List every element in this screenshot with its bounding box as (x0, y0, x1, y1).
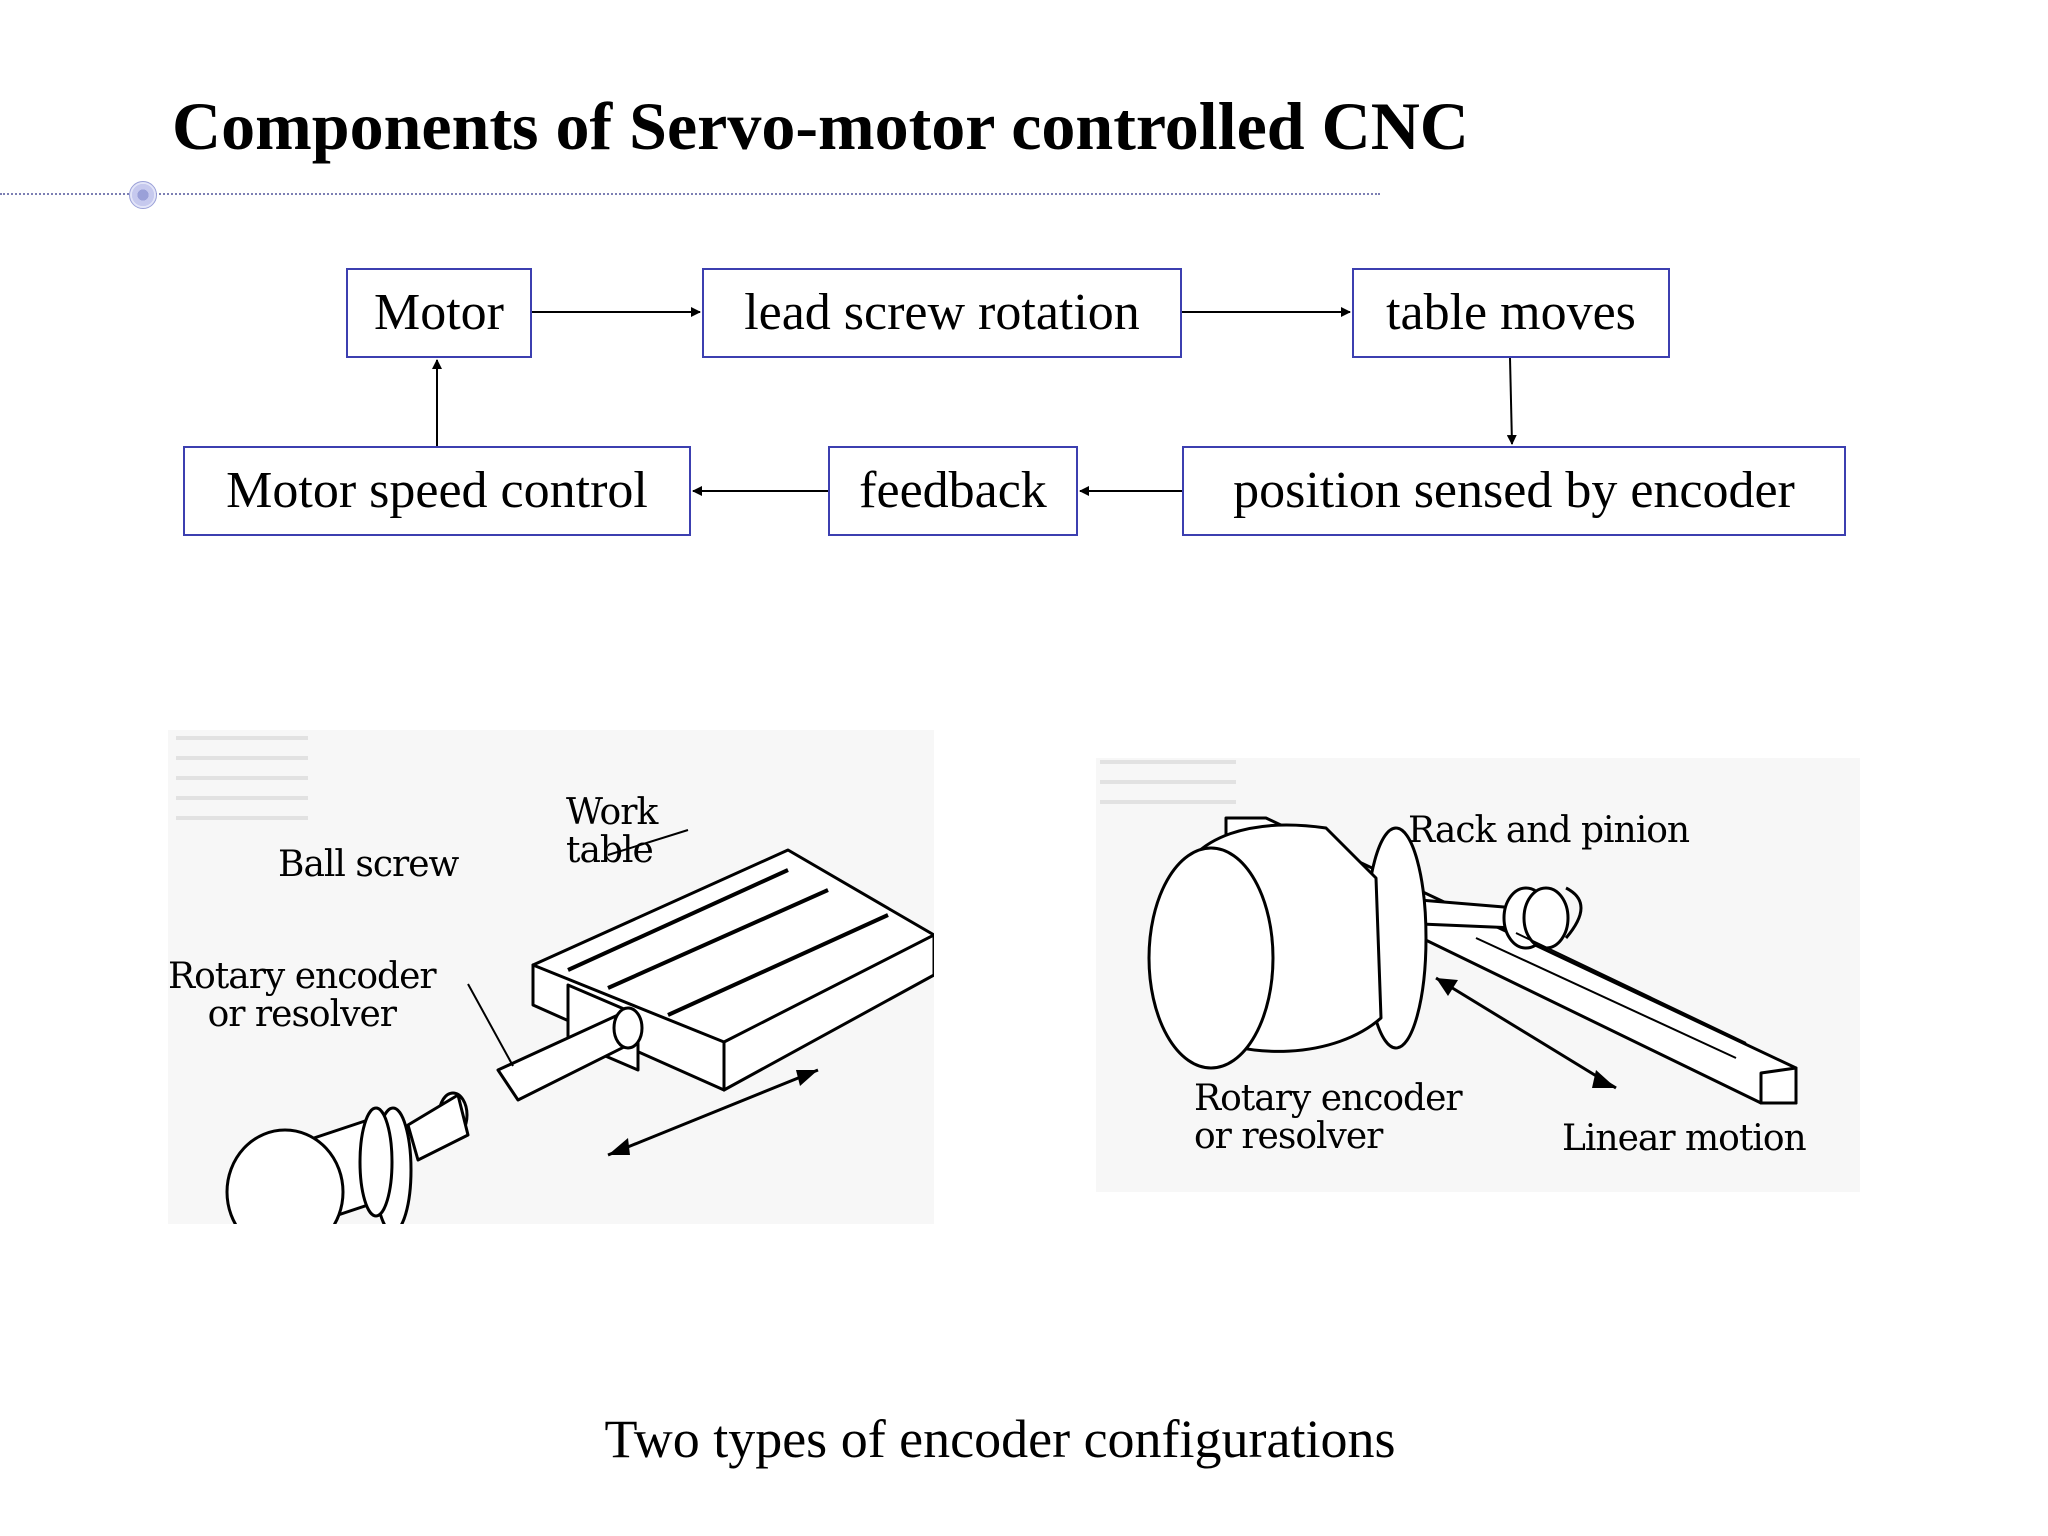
label-rotary-encoder-right: Rotary encoder or resolver (1194, 1078, 1463, 1157)
label-ball-screw: Ball screw (278, 844, 459, 885)
label-linear-motion: Linear motion (1562, 1118, 1807, 1159)
slide-title: Components of Servo-motor controlled CNC (172, 88, 1469, 164)
node-position-sensed: position sensed by encoder (1182, 446, 1846, 536)
arrow-table-to-position (1506, 357, 1517, 445)
flow-connectors (432, 307, 1517, 496)
title-divider (0, 193, 1380, 195)
figure-caption: Two types of encoder configurations (604, 1409, 1396, 1469)
label-work-table: Work table (566, 792, 658, 871)
node-table-moves: table moves (1352, 268, 1670, 358)
label-rack-and-pinion: Rack and pinion (1408, 810, 1690, 851)
rackpinion-figure: Rack and pinion Rotary encoder or resolv… (1096, 758, 1860, 1192)
ballscrew-figure: Work table Ball screw Rotary encoder or … (168, 730, 936, 1256)
node-lead-screw-rotation: lead screw rotation (702, 268, 1182, 358)
node-feedback: feedback (828, 446, 1078, 536)
rackpinion-illustration (1100, 760, 1798, 1105)
divider-bullet (129, 181, 157, 209)
label-rotary-encoder-left: Rotary encoder or resolver (168, 956, 437, 1035)
ballscrew-illustration (176, 736, 936, 1256)
node-motor: Motor (346, 268, 532, 358)
node-motor-speed-control: Motor speed control (183, 446, 691, 536)
